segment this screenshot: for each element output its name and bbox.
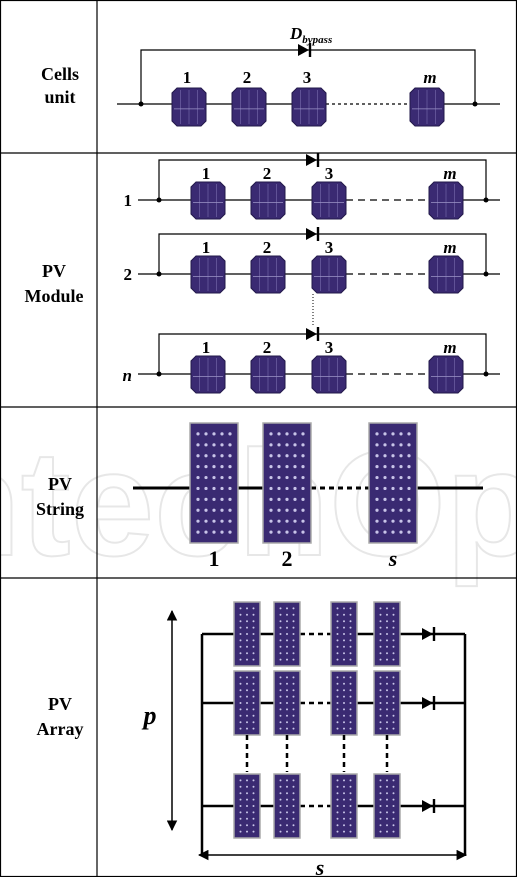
- string-panel-label: s: [388, 546, 398, 571]
- module-row-label: n: [123, 366, 132, 385]
- module-cell-label: m: [443, 338, 456, 357]
- cells-unit-labels: 1 2 3 m: [183, 68, 437, 87]
- junction-dot: [472, 101, 478, 107]
- module-row: 1 2 3 m: [138, 227, 500, 294]
- row-label-array-line2: Array: [37, 719, 84, 739]
- module-cell-label: 3: [325, 164, 334, 183]
- module-row: 1 2 3 m: [138, 327, 500, 394]
- solar-cell-icon: [428, 181, 464, 220]
- array-row: [202, 601, 465, 667]
- solar-cell-icon: [291, 87, 327, 127]
- solar-cell-icon: [190, 181, 226, 220]
- module-cell-label: 2: [263, 338, 272, 357]
- module-cell-label: 2: [263, 238, 272, 257]
- row-label-string-line1: PV: [48, 474, 72, 494]
- string-panel-labels: 1 2 s: [209, 546, 398, 571]
- solar-cell-icon: [428, 355, 464, 394]
- solar-panel-icon: [330, 670, 358, 736]
- solar-panel-icon: [273, 773, 301, 839]
- solar-cell-icon: [311, 255, 347, 294]
- solar-panel-icon: [233, 670, 261, 736]
- junction-dot: [483, 371, 489, 377]
- watermark-text: IntechOpen: [0, 419, 517, 587]
- array-rows-ellipsis: [245, 735, 389, 772]
- string-panel-label: 2: [282, 546, 293, 571]
- row-label-module-line2: Module: [24, 286, 83, 306]
- string-panel-label: 1: [209, 546, 220, 571]
- row-label-cells-line1: Cells: [41, 64, 79, 84]
- solar-panel-icon: [273, 670, 301, 736]
- module-diagram: 1 2 3 m 1 2 3 m 1 2 3 m 1 2 n: [123, 153, 500, 394]
- solar-cell-icon: [311, 181, 347, 220]
- module-row: 1 2 3 m: [138, 153, 500, 220]
- array-diagram: p s: [142, 601, 468, 877]
- cell-label: 3: [303, 68, 312, 87]
- module-row-label: 1: [124, 191, 133, 210]
- bypass-diode-symbol: [298, 43, 312, 57]
- diode-icon: [422, 799, 436, 813]
- solar-cell-icon: [190, 355, 226, 394]
- array-vertical-label: p: [142, 701, 157, 730]
- solar-panel-icon: [189, 422, 239, 544]
- array-row: [202, 773, 465, 839]
- junction-dot: [483, 197, 489, 203]
- module-cell-label: 1: [202, 164, 211, 183]
- junction-dot: [156, 371, 162, 377]
- solar-cell-icon: [190, 255, 226, 294]
- solar-panel-icon: [330, 773, 358, 839]
- junction-dot: [156, 197, 162, 203]
- solar-panel-icon: [373, 773, 401, 839]
- diode-icon: [306, 227, 320, 241]
- array-row: [202, 670, 465, 736]
- solar-cell-icon: [428, 255, 464, 294]
- row-label-string-line2: String: [36, 499, 84, 519]
- diode-icon: [306, 327, 320, 341]
- module-cell-label: m: [443, 238, 456, 257]
- cell-label: 1: [183, 68, 192, 87]
- diode-icon: [306, 153, 320, 167]
- solar-cell-icon: [171, 87, 207, 127]
- solar-panel-icon: [233, 601, 261, 667]
- cell-label: m: [423, 68, 436, 87]
- cells-unit-diagram: Dbypass 1 2 3 m: [117, 24, 500, 127]
- row-labels: Cells unit PV Module PV String PV Array: [24, 64, 84, 739]
- solar-cell-icon: [409, 87, 445, 127]
- array-horizontal-label: s: [315, 855, 325, 877]
- solar-cell-icon: [250, 355, 286, 394]
- cell-label: 2: [243, 68, 252, 87]
- module-cell-label: m: [443, 164, 456, 183]
- row-label-array-line1: PV: [48, 694, 72, 714]
- diode-icon: [422, 627, 436, 641]
- solar-cell-icon: [231, 87, 267, 127]
- junction-dot: [483, 271, 489, 277]
- row-label-module-line1: PV: [42, 261, 66, 281]
- solar-panel-icon: [373, 601, 401, 667]
- junction-dot: [156, 271, 162, 277]
- solar-panel-icon: [373, 670, 401, 736]
- solar-cell-icon: [250, 181, 286, 220]
- bypass-diode-label: Dbypass: [289, 24, 332, 46]
- solar-panel-icon: [330, 601, 358, 667]
- solar-cell-icon: [250, 255, 286, 294]
- module-row-label: 2: [124, 265, 133, 284]
- module-cell-label: 1: [202, 238, 211, 257]
- module-cell-label: 3: [325, 238, 334, 257]
- junction-dot: [138, 101, 144, 107]
- solar-panel-icon: [233, 773, 261, 839]
- module-cell-label: 1: [202, 338, 211, 357]
- module-cell-label: 2: [263, 164, 272, 183]
- solar-panel-icon: [368, 422, 418, 544]
- solar-panel-icon: [262, 422, 312, 544]
- module-cell-label: 3: [325, 338, 334, 357]
- string-diagram: 1 2 s: [133, 422, 483, 571]
- solar-panel-icon: [273, 601, 301, 667]
- diode-icon: [422, 696, 436, 710]
- row-label-cells-line2: unit: [44, 87, 75, 107]
- module-row-labels: 1 2 n: [123, 191, 132, 385]
- solar-cell-icon: [311, 355, 347, 394]
- array-bus-wires: [200, 634, 467, 856]
